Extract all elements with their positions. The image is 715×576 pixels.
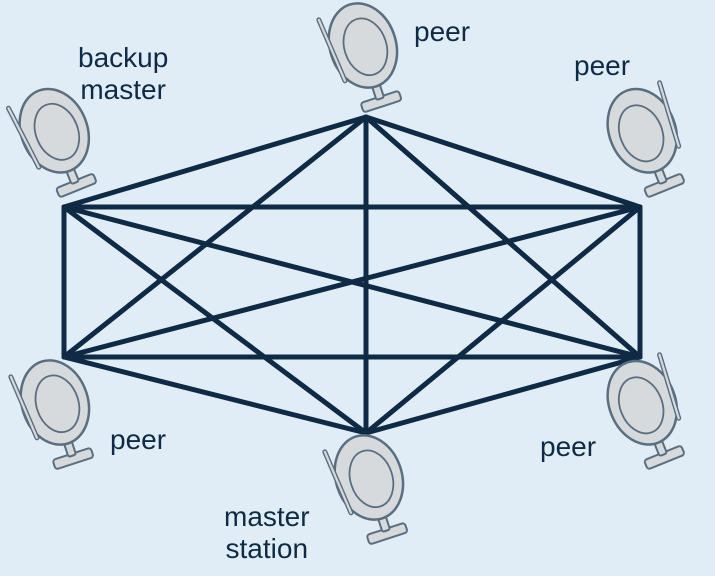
dish-inner-ring-lower-left <box>34 374 81 434</box>
station-label-upper-left-line-1: backup <box>78 42 169 73</box>
dish-inner-ring-upper-right <box>617 104 665 163</box>
dish-feed-arm-highlight-lower-left <box>9 375 39 439</box>
station-label-lower-left-line-1: peer <box>110 424 167 455</box>
link-bottom-to-upper-left <box>61 204 369 436</box>
station-label-lower-left: peer <box>110 424 166 456</box>
link-top-to-lower-right <box>363 114 643 360</box>
station-label-upper-right-line-1: peer <box>574 50 631 81</box>
satellite-dish-icon <box>606 352 685 470</box>
link-bottom-to-lower-left <box>61 354 369 436</box>
station-label-bottom-line-2: station <box>225 533 309 564</box>
dish-inner-ring-top <box>342 17 389 77</box>
station-label-bottom-line-1: master <box>224 501 310 532</box>
station-label-bottom: master station <box>224 501 310 565</box>
station-dishes <box>5 2 685 545</box>
mesh-links <box>61 114 643 436</box>
dish-feed-arm-highlight-upper-left <box>7 107 40 169</box>
link-lower-right-to-bottom <box>363 354 643 436</box>
dish-inner-ring-lower-right <box>617 376 665 435</box>
link-top-to-lower-left <box>61 114 369 360</box>
link-top-to-upper-left <box>61 114 369 210</box>
satellite-dish-icon <box>316 2 402 113</box>
station-label-upper-left: backup master <box>78 42 168 106</box>
dish-feed-arm-highlight-lower-right <box>658 353 680 420</box>
satellite-dish-icon <box>8 359 94 470</box>
station-label-upper-left-line-2: master <box>80 74 166 105</box>
station-label-top: peer <box>414 16 470 48</box>
satellite-dish-icon <box>322 434 408 545</box>
link-top-to-upper-right <box>363 114 643 210</box>
link-lower-right-to-upper-left <box>61 204 643 360</box>
satellite-dish-icon <box>606 80 685 198</box>
satellite-dish-icon <box>5 87 97 198</box>
station-label-lower-right: peer <box>540 431 596 463</box>
dish-feed-arm-highlight-upper-right <box>658 81 680 148</box>
station-label-upper-right: peer <box>574 50 630 82</box>
station-label-lower-right-line-1: peer <box>540 431 597 462</box>
dish-feed-arm-highlight-bottom <box>323 450 353 514</box>
dish-inner-ring-upper-left <box>33 102 81 161</box>
dish-inner-ring-bottom <box>348 449 395 509</box>
station-label-top-line-1: peer <box>414 16 471 47</box>
dish-feed-arm-highlight-top <box>317 18 347 82</box>
